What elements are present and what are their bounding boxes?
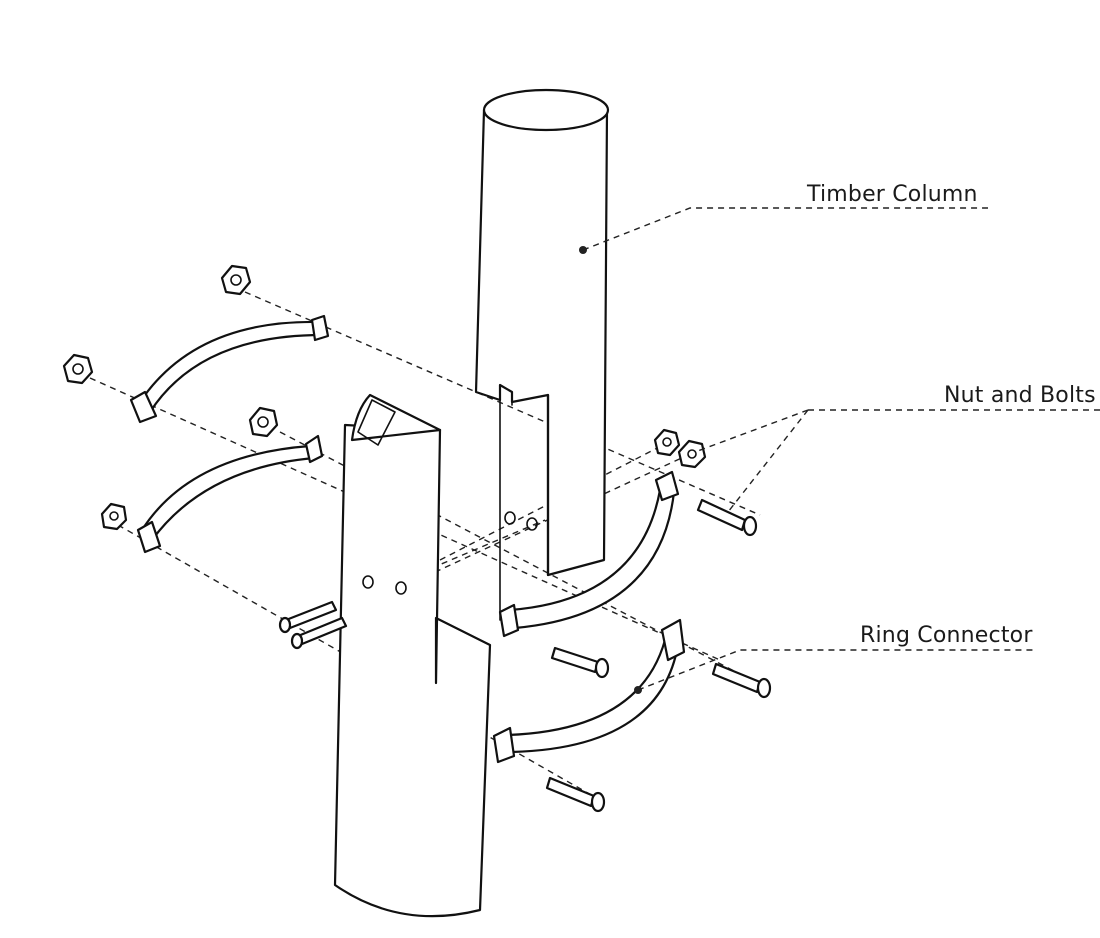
nut-icon <box>677 439 707 469</box>
ring-connector-label: Ring Connector <box>860 623 1033 648</box>
bolt-icon <box>696 498 758 537</box>
timber-column-leader-dot <box>579 246 587 254</box>
nut-icon <box>62 353 94 385</box>
bolt-icon <box>290 616 348 650</box>
hex-nuts <box>62 264 707 531</box>
nut-icon <box>653 428 681 457</box>
ring-connector-leader-dot <box>634 686 642 694</box>
callout-leaders <box>579 207 1100 694</box>
bolts <box>278 498 772 813</box>
timber-column-upper <box>474 88 610 621</box>
bolt-icon <box>278 600 338 634</box>
timber-column-label: Timber Column <box>807 182 978 207</box>
nut-icon <box>100 502 128 531</box>
bolt-icon <box>545 776 606 813</box>
ring-connector-straps <box>129 314 686 764</box>
nut-and-bolts-label: Nut and Bolts <box>944 383 1096 408</box>
bolt-icon <box>550 646 610 679</box>
nut-icon <box>220 264 252 296</box>
bolt-icon <box>711 662 772 699</box>
nut-icon <box>248 406 279 438</box>
timber-column-lower <box>333 393 492 918</box>
